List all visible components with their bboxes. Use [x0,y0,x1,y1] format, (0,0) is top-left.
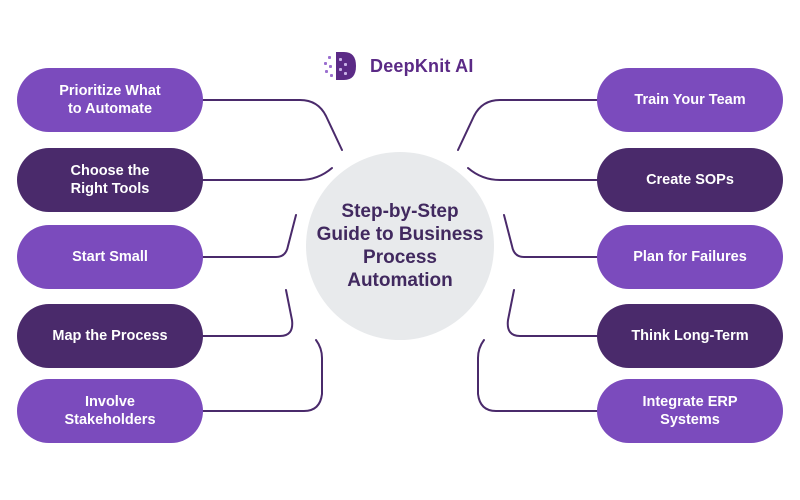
step-label: Think Long-Term [631,328,749,344]
step-pill-right-5: Integrate ERP Systems [597,379,783,443]
deepknit-logo-icon [324,52,356,80]
step-pill-left-2: Choose the Right Tools [17,148,203,212]
connector-left-5 [202,339,323,412]
step-label: Train Your Team [634,92,746,108]
connector-left-1 [202,99,343,151]
step-label: Map the Process [52,328,168,344]
step-pill-right-3: Plan for Failures [597,225,783,289]
connector-right-5 [477,339,598,412]
connector-right-3 [503,214,598,258]
step-pill-left-1: Prioritize What to Automate [17,68,203,132]
step-label: Involve Stakeholders [64,394,156,428]
step-label: Start Small [72,249,148,265]
connector-left-4 [202,289,294,337]
step-pill-left-5: Involve Stakeholders [17,379,203,443]
connector-right-4 [506,289,598,337]
step-label: Plan for Failures [633,249,747,265]
step-label: Create SOPs [646,172,734,188]
step-label: Prioritize What to Automate [59,83,161,117]
brand-name: DeepKnit AI [370,55,474,76]
connector-left-2 [202,167,333,181]
step-pill-right-2: Create SOPs [597,148,783,212]
center-title: Step-by-Step Guide to Business Process A… [316,201,484,291]
brand-logo: DeepKnit AI [322,46,474,86]
connector-right-1 [457,99,598,151]
center-hub: Step-by-Step Guide to Business Process A… [306,152,494,340]
connector-left-3 [202,214,297,258]
step-label: Integrate ERP Systems [642,394,738,428]
connector-right-2 [467,167,598,181]
step-label: Choose the Right Tools [70,163,150,197]
step-pill-right-4: Think Long-Term [597,304,783,368]
step-pill-left-3: Start Small [17,225,203,289]
step-pill-right-1: Train Your Team [597,68,783,132]
step-pill-left-4: Map the Process [17,304,203,368]
